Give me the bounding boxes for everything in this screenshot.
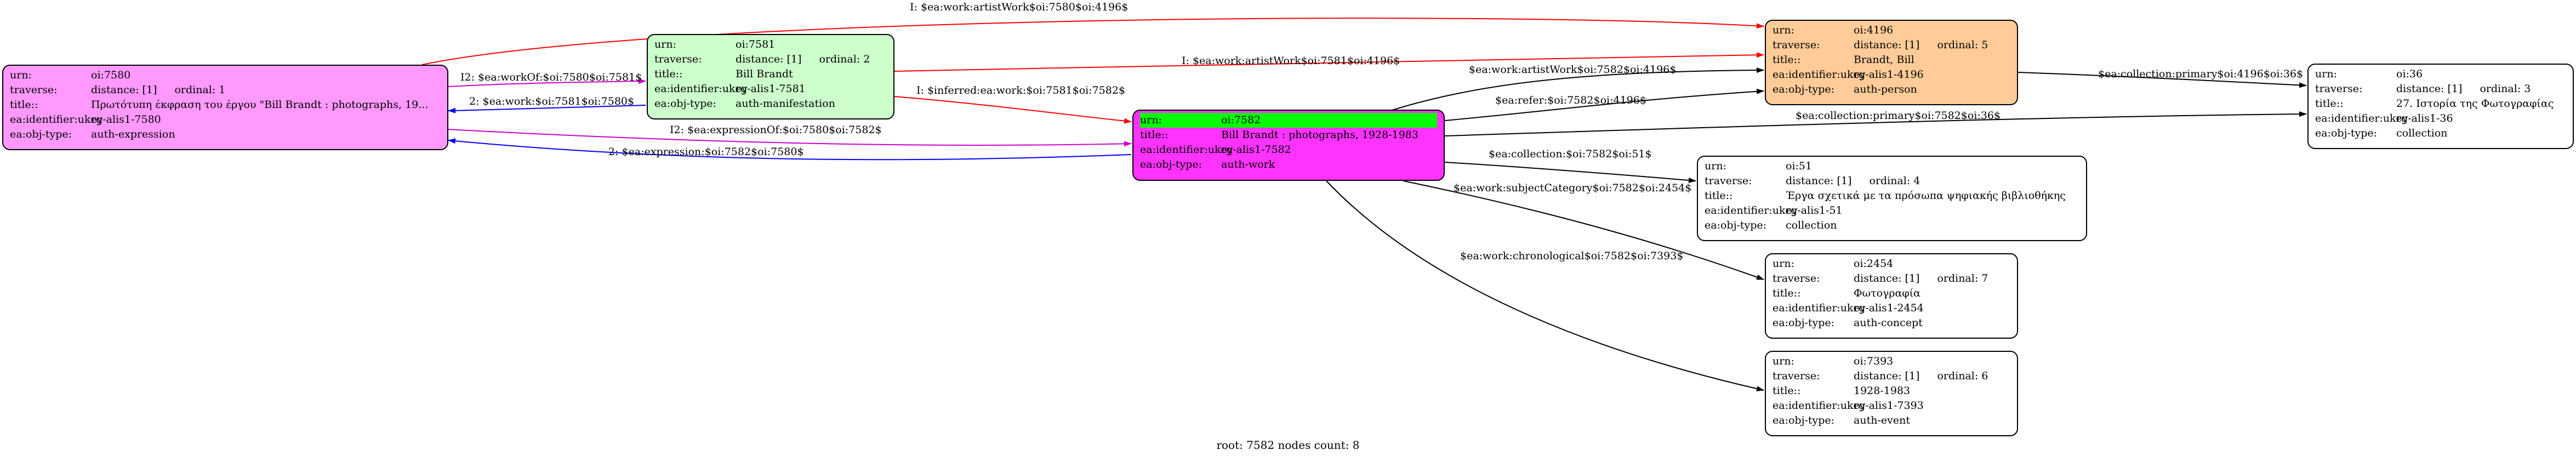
- node-row: traverse:distance: [1]ordinal: 1: [10, 84, 226, 96]
- node-oi-4196[interactable]: urn:oi:4196 traverse:distance: [1]ordina…: [1765, 20, 2018, 105]
- node-row: ea:obj-type:auth-event: [1773, 414, 1910, 426]
- node-oi-7581[interactable]: urn:oi:7581 traverse:distance: [1]ordina…: [647, 34, 894, 119]
- node-row: title::1928-1983: [1773, 385, 1911, 397]
- edge-label-7582-4196-artist: $ea:work:artistWork$oi:7582$oi:4196$: [1469, 64, 1677, 76]
- edge-label-7582-7393: $ea:work:chronological$oi:7582$oi:7393$: [1460, 250, 1684, 262]
- edge-label-7580-4196: I: $ea:work:artistWork$oi:7580$oi:4196$: [910, 1, 1129, 13]
- edge-7582-7580: [448, 138, 1132, 161]
- node-row: urn:oi:51: [1705, 160, 1813, 172]
- node-row: ea:obj-type:auth-expression: [10, 128, 175, 140]
- node-row: traverse:distance: [1]ordinal: 6: [1773, 370, 1988, 382]
- edge-7582-4196-refer: [1444, 88, 1764, 121]
- node-row: title::Bill Brandt : photographs, 1928-1…: [1140, 129, 1418, 141]
- node-row: title::Brandt, Bill: [1773, 54, 1914, 66]
- node-row: title::27. Ιστορία της Φωτογραφίας: [2315, 98, 2554, 110]
- node-row: title::Bill Brandt: [654, 68, 793, 80]
- node-row: urn:oi:7393: [1773, 355, 1894, 367]
- edge-7582-4196-artist: [1386, 67, 1764, 112]
- node-oi-7580[interactable]: urn:oi:7580 traverse:distance: [1]ordina…: [2, 65, 448, 150]
- node-row: ea:obj-type:auth-work: [1140, 158, 1275, 170]
- edge-label-4196-36: $ea:collection:primary$oi:4196$oi:36$: [2098, 68, 2304, 80]
- edge-label-7581-7580: 2: $ea:work:$oi:7581$oi:7580$: [469, 95, 635, 107]
- edge-7581-4196: [894, 52, 1764, 72]
- node-row: urn:oi:7581: [654, 38, 776, 50]
- edge-label-7580-7582: I2: $ea:expressionOf:$oi:7580$oi:7582$: [670, 124, 882, 136]
- edge-7582-51: [1444, 162, 1696, 183]
- node-row: ea:obj-type:auth-person: [1773, 83, 1917, 95]
- node-row: traverse:distance: [1]ordinal: 2: [654, 53, 870, 65]
- edge-7581-7582: [894, 96, 1132, 124]
- node-oi-7393[interactable]: urn:oi:7393 traverse:distance: [1]ordina…: [1765, 351, 2018, 436]
- edge-label-7582-7580: 2: $ea:expression:$oi:7582$oi:7580$: [608, 146, 804, 158]
- edge-7581-7580: [448, 105, 646, 113]
- edge-7580-4196: [421, 18, 1764, 65]
- node-oi-2454[interactable]: urn:oi:2454 traverse:distance: [1]ordina…: [1765, 253, 2018, 339]
- node-row: title::Πρωτότυπη έκφραση του έργου "Bill…: [10, 99, 429, 111]
- node-row: urn:oi:36: [2315, 68, 2423, 80]
- node-oi-7582[interactable]: urn:oi:7582 title::Bill Brandt : photogr…: [1132, 110, 1445, 181]
- node-row: traverse:distance: [1]ordinal: 3: [2315, 83, 2531, 95]
- edge-label-7582-36: $ea:collection:primary$oi:7582$oi:36$: [1796, 110, 2001, 122]
- node-oi-36[interactable]: urn:oi:36 traverse:distance: [1]ordinal:…: [2307, 64, 2574, 149]
- graph-footer: root: 7582 nodes count: 8: [1216, 438, 1360, 452]
- edge-label-7580-7581: I2: $ea:workOf:$oi:7580$oi:7581$: [460, 71, 642, 83]
- node-row: traverse:distance: [1]ordinal: 4: [1705, 175, 1920, 187]
- node-row: title::Έργα σχετικά με τα πρόσωπα ψηφιακ…: [1705, 190, 2066, 202]
- edge-label-7582-2454: $ea:work:subjectCategory$oi:7582$oi:2454…: [1454, 182, 1692, 194]
- edge-7582-36: [1444, 111, 2307, 136]
- edge-7580-7581: [448, 78, 646, 87]
- edge-4196-36: [2018, 72, 2307, 88]
- node-row: ea:obj-type:auth-manifestation: [654, 98, 835, 110]
- node-row: urn:oi:7580: [10, 69, 131, 81]
- node-row: urn:oi:4196: [1773, 24, 1894, 36]
- node-oi-51[interactable]: urn:oi:51 traverse:distance: [1]ordinal:…: [1697, 156, 2087, 241]
- node-row: ea:obj-type:auth-concept: [1773, 317, 1923, 329]
- node-row-urn: urn:oi:7582: [1140, 113, 1437, 128]
- edge-label-7581-4196: I: $ea:work:artistWork$oi:7581$oi:4196$: [1182, 55, 1400, 67]
- node-row: title::Φωτογραφία: [1773, 287, 1920, 299]
- edge-7582-2454: [1403, 180, 1764, 280]
- node-row: traverse:distance: [1]ordinal: 5: [1773, 39, 1988, 51]
- node-row: urn:oi:2454: [1773, 258, 1894, 270]
- edge-7582-7393: [1326, 180, 1764, 392]
- node-row: ea:obj-type:collection: [1705, 219, 1837, 231]
- node-row: traverse:distance: [1]ordinal: 7: [1773, 272, 1988, 284]
- node-row: ea:obj-type:collection: [2315, 127, 2448, 139]
- edge-label-7581-7582: I: $inferred:ea:work:$oi:7581$oi:7582$: [916, 84, 1126, 96]
- edge-label-7582-51: $ea:collection:$oi:7582$oi:51$: [1489, 148, 1652, 160]
- edge-label-7582-4196-refer: $ea:refer:$oi:7582$oi:4196$: [1495, 94, 1646, 106]
- edge-7580-7582: [448, 129, 1132, 147]
